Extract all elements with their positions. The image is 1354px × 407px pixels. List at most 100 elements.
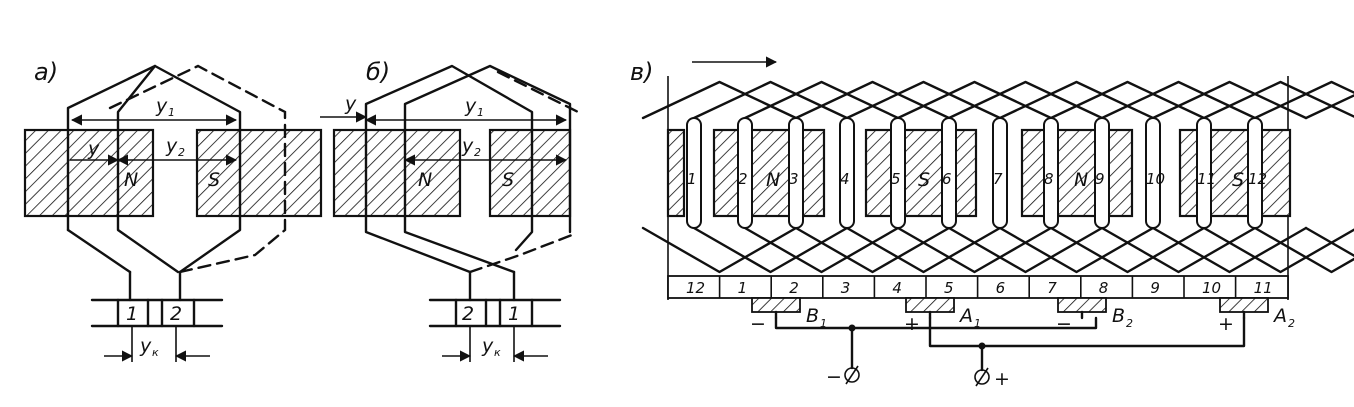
pole-s <box>195 128 323 218</box>
coil-side <box>839 117 855 229</box>
segment-number: 8 <box>1099 279 1109 297</box>
coil-number: 2 <box>738 170 748 188</box>
segment-number: 11 <box>1254 279 1273 297</box>
segment-right: 2 <box>170 303 182 325</box>
end-connection <box>1253 226 1354 274</box>
coil-side <box>1196 117 1212 229</box>
brush-sub: 1 <box>820 317 827 330</box>
coil-dashed-top <box>496 70 580 114</box>
segment-number: 12 <box>686 279 705 297</box>
coil-number: 8 <box>1044 170 1054 188</box>
plus-terminal-icon <box>974 369 990 385</box>
y1-sub: 1 <box>168 106 175 119</box>
pole <box>864 128 978 218</box>
coil-side <box>992 117 1008 229</box>
y2-label: y <box>165 135 178 157</box>
end-connection <box>641 80 798 120</box>
end-connection <box>1304 226 1354 257</box>
coil-number: 12 <box>1248 170 1267 188</box>
end-connection <box>1049 80 1206 120</box>
end-connection <box>1304 94 1354 120</box>
end-connection <box>743 80 900 120</box>
segment-left: 1 <box>126 303 138 325</box>
pole <box>1020 128 1134 218</box>
segment-number: 6 <box>996 279 1006 297</box>
y1-label: y <box>155 95 168 117</box>
end-connection <box>998 226 1155 274</box>
pole-partial <box>666 128 686 218</box>
coil-side <box>1145 117 1161 229</box>
coil-side <box>941 117 957 229</box>
coil-solid-second <box>403 64 572 274</box>
panel-a-lap-winding: а) N S y 1 y 2 y 1 2 y к <box>23 58 323 362</box>
end-connection <box>998 80 1155 120</box>
coil-solid-lead <box>66 228 132 274</box>
coil-side <box>1247 117 1263 229</box>
end-connection <box>1202 226 1354 274</box>
segment-right: 1 <box>508 303 520 325</box>
coil-number: 6 <box>942 170 952 188</box>
pole-label: N <box>1074 169 1088 191</box>
brush-sign: + <box>1218 313 1234 335</box>
coil-number: 4 <box>840 170 850 188</box>
pole-n <box>23 128 155 218</box>
end-connection <box>794 226 951 274</box>
end-connection <box>845 226 1002 274</box>
brush-name: A <box>958 305 973 327</box>
y-label: y <box>344 93 357 115</box>
yk-sub: к <box>494 346 501 359</box>
brush-name: B <box>806 305 819 327</box>
pole-s-label: S <box>208 169 220 191</box>
segment-number: 7 <box>1047 279 1057 297</box>
coil-number: 11 <box>1197 170 1216 188</box>
pole-label: S <box>1232 169 1244 191</box>
end-connection <box>641 226 798 274</box>
end-connection <box>1049 226 1206 274</box>
end-connection <box>845 80 1002 120</box>
end-connection <box>1100 80 1257 120</box>
panel-a-label: а) <box>34 58 58 86</box>
coil-side <box>1094 117 1110 229</box>
coil-number: 3 <box>789 170 799 188</box>
coil-dashed <box>468 233 574 274</box>
y1-label: y <box>464 95 477 117</box>
end-connection <box>1151 80 1308 120</box>
end-connection <box>1202 80 1354 120</box>
coil-number: 9 <box>1095 170 1105 188</box>
end-connection <box>1151 226 1308 274</box>
coil-side <box>686 117 702 229</box>
pole-n <box>332 128 462 218</box>
minus-terminal-icon <box>844 367 860 383</box>
segment-number: 10 <box>1202 279 1221 297</box>
segment-number: 1 <box>738 279 748 297</box>
end-connection <box>947 226 1104 274</box>
y-label: y <box>87 138 100 160</box>
y2-label: y <box>461 135 474 157</box>
end-connection <box>1253 80 1354 120</box>
end-connection-lattice <box>641 76 1354 300</box>
pole-n-label: N <box>418 169 432 191</box>
coil-side <box>1043 117 1059 229</box>
end-connection <box>896 226 1053 274</box>
plus-terminal-label: + <box>994 368 1010 390</box>
segment-left: 2 <box>462 303 474 325</box>
brush-sub: 2 <box>1126 317 1133 330</box>
minus-bus <box>774 316 1098 330</box>
segment-number: 5 <box>944 279 954 297</box>
brush-sign: − <box>1056 313 1072 335</box>
yk-sub: к <box>152 346 159 359</box>
panel-b-wave-winding: б) N S y y 1 y 2 2 1 y к <box>320 58 580 362</box>
coil-side <box>788 117 804 229</box>
segment-number: 4 <box>892 279 902 297</box>
brush-sign: − <box>750 313 766 335</box>
coil-number: 7 <box>993 170 1003 188</box>
pole-label: S <box>918 169 930 191</box>
